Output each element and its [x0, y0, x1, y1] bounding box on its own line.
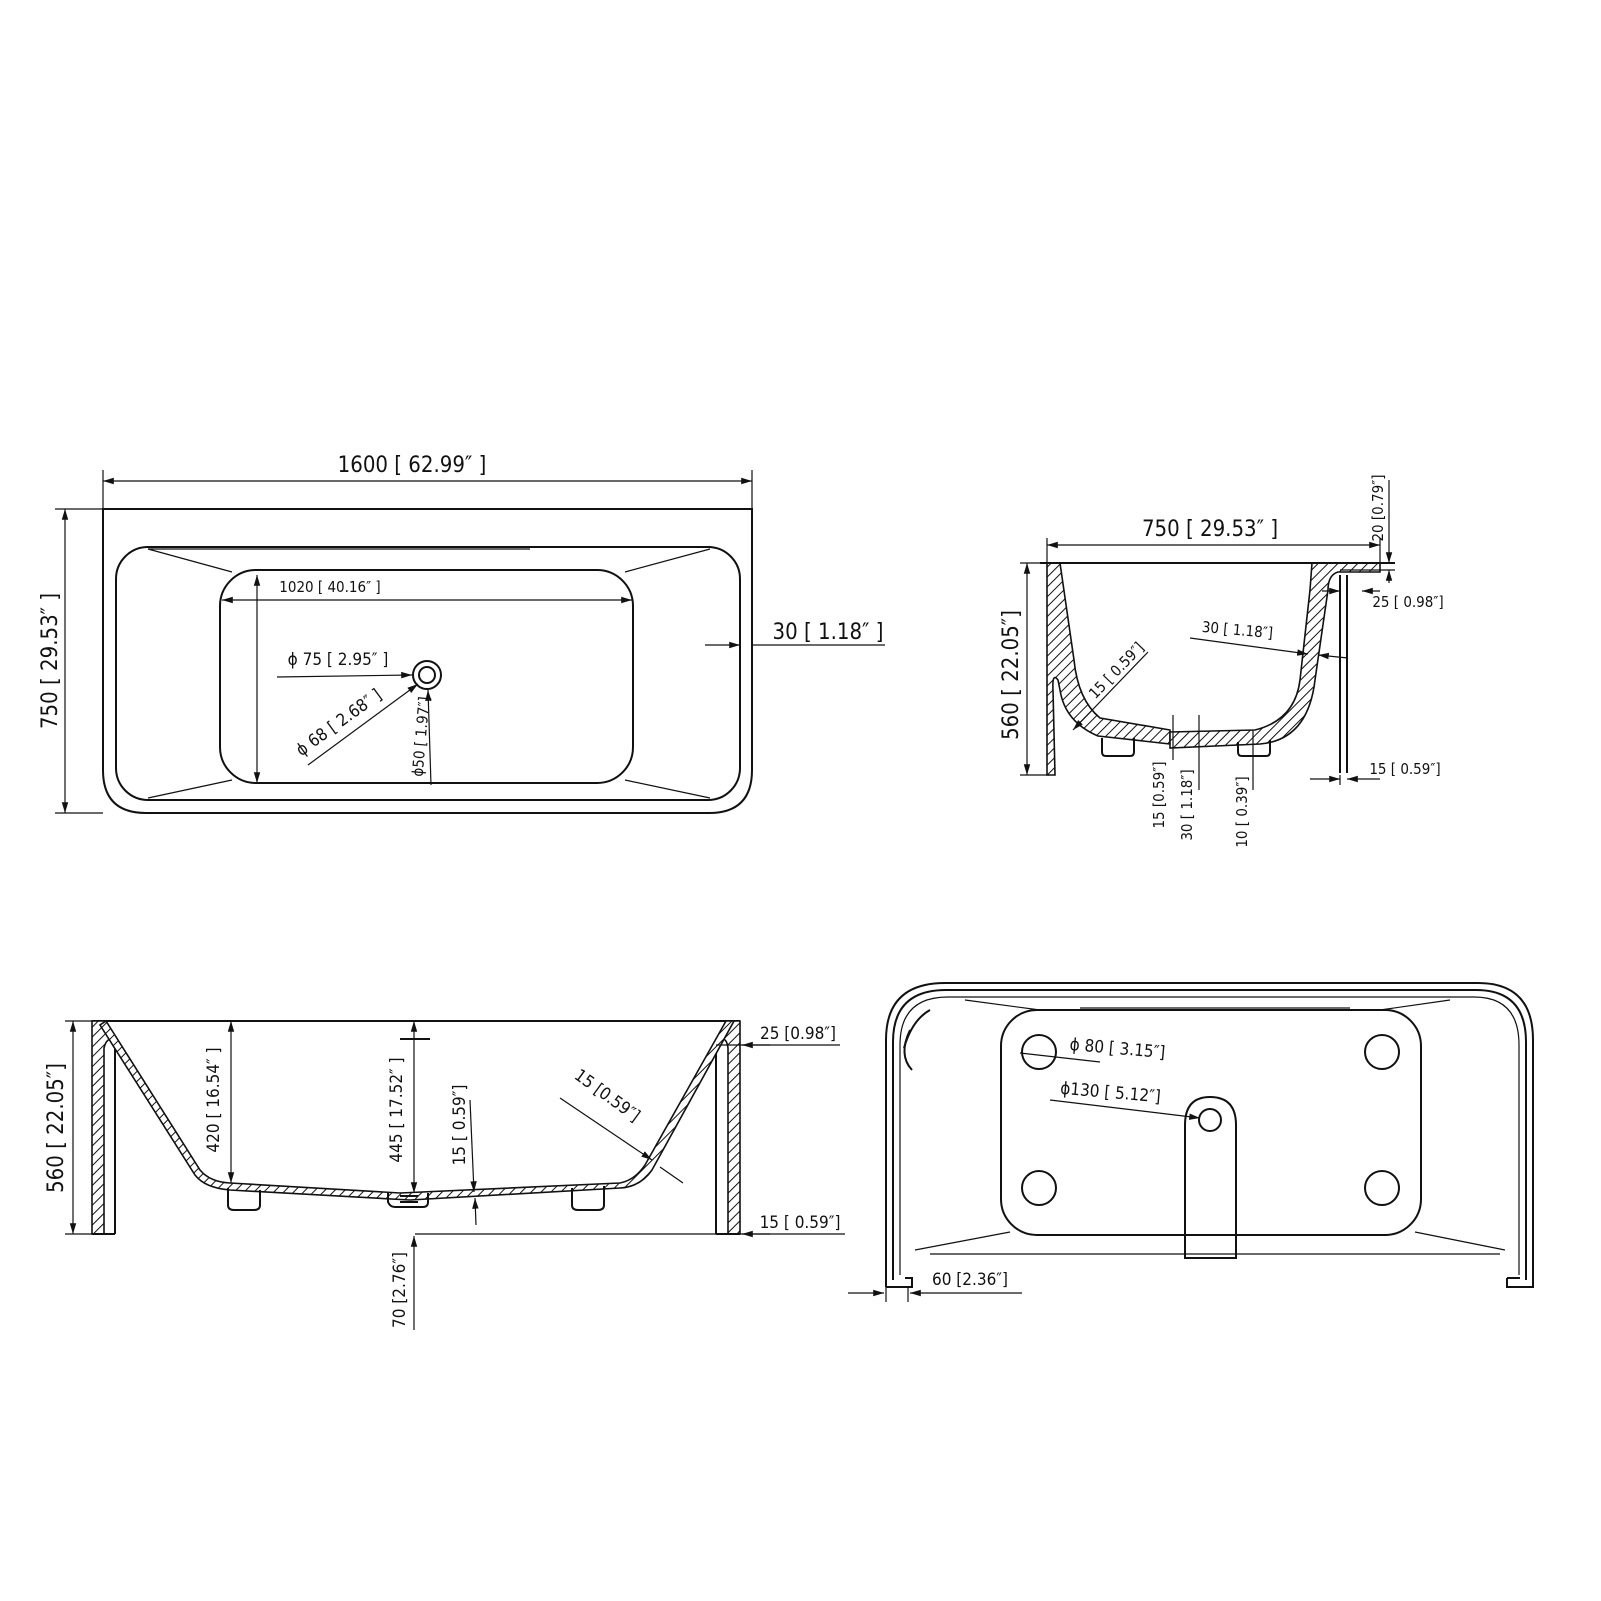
dim-foot-diameter: ϕ 80 [ 3.15″]	[1069, 1035, 1166, 1063]
drain-fitting	[387, 1193, 429, 1208]
dim-drain-outer: ϕ 75 [ 2.95″ ]	[288, 650, 389, 670]
dim-side-floor: 15 [ 0.59″]	[450, 1085, 470, 1166]
dim-end-drain: 30 [ 1.18″]	[1178, 769, 1196, 840]
tub-outline	[102, 508, 753, 814]
foot-right	[1237, 740, 1271, 757]
basin-shell-section	[98, 1019, 736, 1201]
underside-base	[1000, 1009, 1422, 1236]
dim-end-width: 750 [ 29.53″ ]	[1142, 517, 1278, 542]
dim-overall-length: 1600 [ 62.99″ ]	[338, 453, 487, 478]
dim-end-height: 560 [ 22.05″]	[999, 610, 1024, 740]
dim-end-wall: 30 [ 1.18″]	[1201, 618, 1274, 642]
dim-overall-width: 750 [ 29.53″ ]	[38, 593, 63, 729]
dim-end-leg: 15 [ 0.59″]	[1369, 760, 1440, 778]
drain-pipe	[1184, 1095, 1237, 1259]
foot-left	[1101, 738, 1135, 757]
dim-side-clearance: 70 [2.76″]	[390, 1252, 410, 1328]
dim-side-leg: 15 [ 0.59″]	[760, 1213, 841, 1233]
dim-rim-thickness: 30 [ 1.18″ ]	[773, 620, 884, 645]
foot-right	[571, 1186, 605, 1211]
dim-drain-inner: ϕ50 [ 1.97″]	[409, 696, 434, 778]
dim-side-depth-drain: 445 [ 17.52″ ]	[387, 1057, 407, 1162]
drain-inner	[418, 666, 436, 684]
dim-side-wall: 15 [0.59″]	[570, 1066, 643, 1127]
side-section-view: 560 [ 22.05″] 420 [ 16.54″ ] 445 [ 17.52…	[44, 1019, 845, 1330]
basin-corner-lines	[147, 548, 711, 799]
right-leg-section	[713, 1020, 741, 1235]
dim-end-foot: 10 [ 0.39″]	[1233, 776, 1251, 847]
underside-view: ϕ 80 [ 3.15″] ϕ130 [ 5.12″] 60 [2.36″]	[848, 982, 1534, 1302]
foot-pad	[1364, 1170, 1400, 1206]
basin-rim	[115, 546, 741, 801]
dim-end-top-lip: 20 [0.79″]	[1369, 474, 1387, 541]
outer-shell	[885, 982, 1534, 1288]
dim-return-depth: 60 [2.36″]	[932, 1270, 1008, 1290]
dim-end-corner: 15 [ 0.59″]	[1085, 639, 1148, 703]
drain-hole	[1198, 1108, 1222, 1132]
right-wall-section	[1169, 562, 1381, 749]
foot-pad	[1021, 1170, 1057, 1206]
basin-floor	[219, 569, 634, 784]
dim-side-depth-wall: 420 [ 16.54″ ]	[204, 1047, 224, 1152]
drain-outer	[412, 660, 442, 690]
end-section-view: 750 [ 29.53″ ] 560 [ 22.05″] 20 [0.79″] …	[999, 474, 1444, 847]
dim-inner-length: 1020 [ 40.16″ ]	[279, 578, 380, 596]
dim-side-height: 560 [ 22.05″]	[44, 1063, 69, 1193]
plan-view: 1600 [ 62.99″ ] 750 [ 29.53″ ] 1020 [ 40…	[38, 453, 885, 814]
foot-pad	[1021, 1034, 1057, 1070]
dim-end-side-gap: 25 [ 0.98″]	[1372, 593, 1443, 611]
dim-drain-mid: ϕ 68 [ 2.68″ ]	[292, 685, 385, 760]
dim-side-top-lip: 25 [0.98″]	[760, 1024, 836, 1044]
foot-left	[227, 1188, 261, 1211]
dim-end-floor: 15 [0.59″]	[1150, 761, 1168, 828]
foot-pad	[1364, 1034, 1400, 1070]
